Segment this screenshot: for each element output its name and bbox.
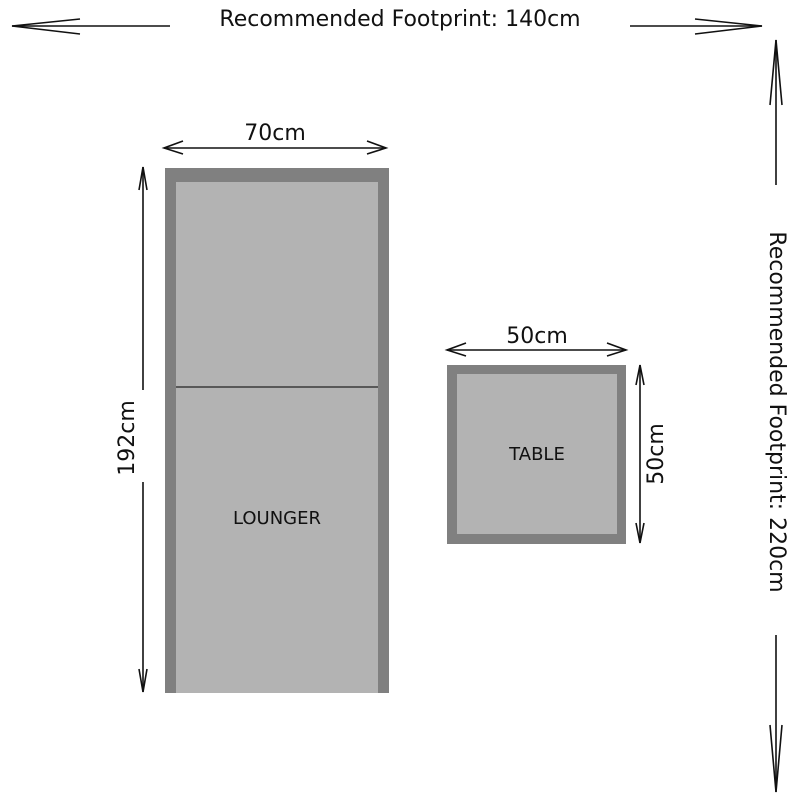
lounger-width-label: 70cm xyxy=(244,121,306,146)
table-depth-label: 50cm xyxy=(644,423,669,485)
table-depth-arrow xyxy=(635,364,645,544)
table-label: TABLE xyxy=(508,444,565,465)
lounger-length-label: 192cm xyxy=(115,400,140,476)
table-width-arrow xyxy=(444,342,629,357)
lounger-cushion xyxy=(176,182,378,693)
footprint-width-label: Recommended Footprint: 140cm xyxy=(219,7,580,32)
lounger-label: LOUNGER xyxy=(233,508,321,529)
footprint-depth-label: Recommended Footprint: 220cm xyxy=(764,231,789,592)
table: TABLE xyxy=(447,365,626,544)
lounger: LOUNGER xyxy=(165,168,389,693)
table-top xyxy=(457,374,617,534)
lounger-width-arrow xyxy=(161,140,389,155)
table-width-label: 50cm xyxy=(506,324,568,349)
